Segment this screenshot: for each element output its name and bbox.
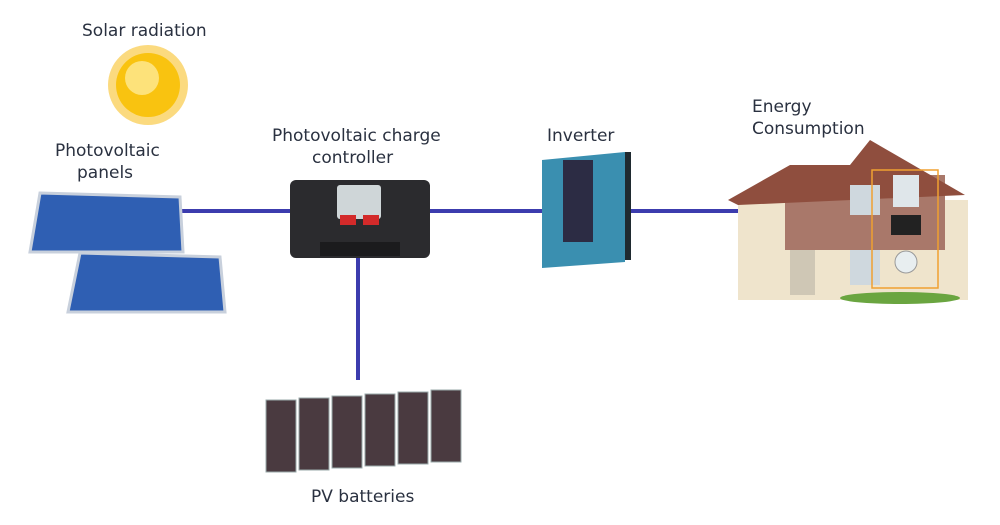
controller-label-line2: controller bbox=[312, 148, 394, 168]
connectors bbox=[180, 209, 742, 380]
house-icon bbox=[728, 140, 968, 304]
batteries-icon bbox=[265, 389, 462, 473]
consumption-label-line1: Energy bbox=[752, 97, 812, 117]
batteries-label: PV batteries bbox=[311, 487, 415, 507]
inverter-icon bbox=[542, 152, 631, 268]
panels-label-line2: panels bbox=[77, 163, 134, 183]
sun-icon bbox=[108, 45, 188, 125]
consumption-label-line2: Consumption bbox=[752, 119, 865, 139]
inverter-label: Inverter bbox=[547, 126, 615, 146]
charge-controller-icon bbox=[290, 180, 430, 258]
solar-radiation-label: Solar radiation bbox=[82, 21, 207, 41]
controller-label-line1: Photovoltaic charge bbox=[272, 126, 441, 146]
panels-label-line1: Photovoltaic bbox=[55, 141, 160, 161]
solar-panels-icon bbox=[28, 191, 227, 314]
